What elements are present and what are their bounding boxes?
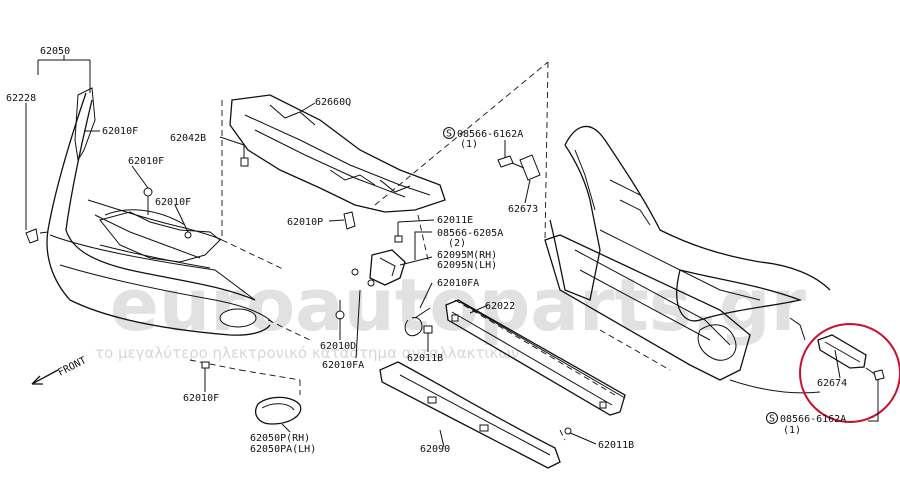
side-bracket-62674 (817, 334, 885, 381)
front-direction-arrow (31, 369, 59, 385)
label-62010F-c: 62010F (155, 197, 191, 208)
label-62090: 62090 (420, 444, 450, 455)
label-62050: 62050 (40, 46, 70, 57)
bottom-clip (201, 361, 210, 383)
label-bolt-b: 08566-6162A (780, 414, 846, 425)
label-bolt-b-qty: (1) (783, 425, 801, 436)
label-62095N: 62095N(LH) (437, 260, 497, 271)
label-62010FA-b: 62010FA (322, 360, 364, 371)
label-bolt-a-qty: (1) (460, 139, 478, 150)
bolt-symbol-b-letter: S (769, 414, 775, 425)
label-62010F-d: 62010F (183, 393, 219, 404)
watermark-slogan: το μεγαλύτερο ηλεκτρονικό κατάστημα αντα… (95, 344, 519, 362)
bolt-symbol-a (443, 127, 455, 139)
front-label: FRONT (56, 355, 88, 378)
label-62010D: 62010D (320, 341, 356, 352)
label-62010FA-a: 62010FA (437, 278, 479, 289)
part-labels: 62050 62228 62010F 62010F 62010F 62042B … (6, 46, 847, 455)
label-62050P: 62050P(RH) (250, 433, 310, 444)
label-62042B: 62042B (170, 133, 206, 144)
label-62010P: 62010P (287, 217, 323, 228)
emblem-mount (219, 308, 257, 328)
bumper-bracket (369, 249, 406, 286)
label-62674: 62674 (817, 378, 847, 389)
label-62011B-a: 62011B (407, 353, 443, 364)
label-62673: 62673 (508, 204, 538, 215)
label-62095M: 62095M(RH) (437, 250, 497, 261)
label-62050PA: 62050PA(LH) (250, 444, 316, 455)
label-62010F-b: 62010F (128, 156, 164, 167)
label-bolt-6205A: 08566-6205A (437, 228, 503, 239)
leader-lines (25, 55, 879, 448)
vehicle-front-structure (544, 125, 831, 394)
bumper-fascia (25, 87, 273, 336)
label-62010F-a: 62010F (102, 126, 138, 137)
upper-bracket-62673 (497, 150, 541, 181)
label-62660Q: 62660Q (315, 97, 351, 108)
label-bolt-a: 08566-6162A (457, 129, 523, 140)
label-62228: 62228 (6, 93, 36, 104)
bolt-symbol-b (766, 412, 778, 424)
fog-lamp-bezel (255, 396, 302, 425)
bumper-reinforcement (445, 299, 626, 416)
watermark-brand: euroautoparts.gr (110, 263, 807, 347)
radiator-core-cover (229, 94, 446, 213)
label-62022: 62022 (485, 301, 515, 312)
label-62011E: 62011E (437, 215, 473, 226)
guide-lines (189, 61, 671, 441)
energy-absorber (379, 361, 561, 469)
label-62011B-b: 62011B (598, 440, 634, 451)
label-bolt-6205A-qty: (2) (448, 238, 466, 249)
bolt-symbol-a-letter: S (446, 129, 452, 140)
highlight-circle (799, 323, 900, 423)
